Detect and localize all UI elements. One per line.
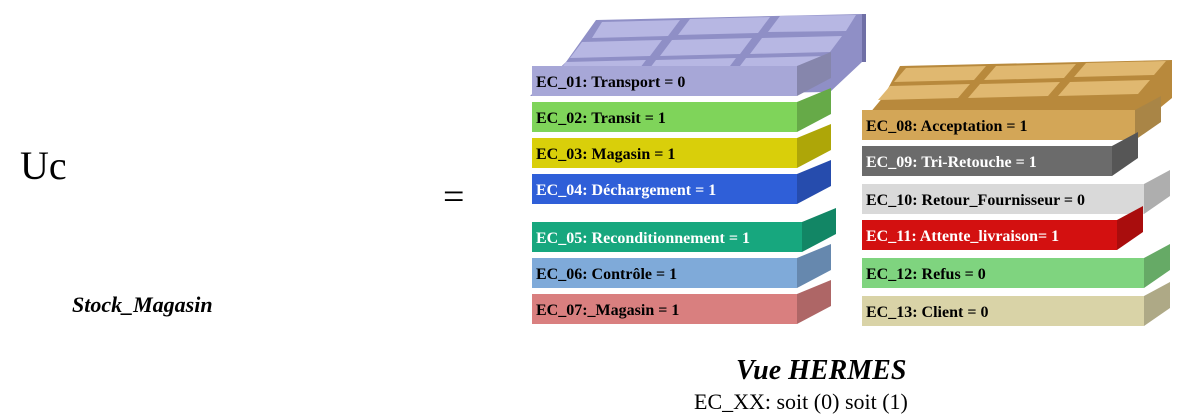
right-slice-ec12-side: [1144, 244, 1170, 288]
right-slice-ec11: EC_11: Attente_livraison= 1: [862, 206, 1143, 250]
uc-label: Uc: [20, 143, 67, 188]
right-slice-ec09-label: EC_09: Tri-Retouche = 1: [866, 154, 1037, 171]
stock-magasin-label: Stock_Magasin: [72, 292, 213, 317]
right-slice-ec11-label: EC_11: Attente_livraison= 1: [866, 228, 1059, 245]
left-slice-ec05-face: [532, 222, 802, 252]
right-slice-ec10-face: [862, 184, 1144, 214]
left-slice-ec03-face: [532, 138, 797, 168]
left-slice-ec07-side: [797, 280, 831, 324]
right-slice-ec08-side: [1135, 96, 1161, 140]
left-slice-ec02-label: EC_02: Transit = 1: [536, 110, 666, 127]
right-slice-ec09-side: [1112, 132, 1138, 176]
right-slice-ec13-label: EC_13: Client = 0: [866, 304, 988, 321]
right-slice-ec11-face: [862, 220, 1117, 250]
right-slice-ec09-face: [862, 146, 1112, 176]
left-slice-ec07-face: [532, 294, 797, 324]
right-slice-ec13-side: [1144, 282, 1170, 326]
left-slice-ec03: EC_03: Magasin = 1: [532, 124, 831, 168]
right-slice-ec08: EC_08: Acceptation = 1: [862, 96, 1161, 140]
right-slice-ec12: EC_12: Refus = 0: [862, 244, 1170, 288]
right-slice-ec09: EC_09: Tri-Retouche = 1: [862, 132, 1138, 176]
left-slice-ec01-label: EC_01: Transport = 0: [536, 74, 685, 91]
cube-slices: EC_01: Transport = 0 EC_02: Transit = 1 EC…: [532, 52, 1170, 326]
left-slice-ec01: EC_01: Transport = 0: [532, 52, 831, 96]
left-slice-ec01-side: [797, 52, 831, 96]
right-slice-ec10: EC_10: Retour_Fournisseur = 0: [862, 170, 1170, 214]
right-slice-ec12-label: EC_12: Refus = 0: [866, 266, 986, 283]
left-slice-ec06-label: EC_06: Contrôle = 1: [536, 266, 677, 283]
vue-hermes-title: Vue HERMES: [736, 355, 907, 386]
left-slice-ec06-face: [532, 258, 797, 288]
left-slice-ec04-side: [797, 160, 831, 204]
left-slice-ec05-side: [802, 208, 836, 252]
right-slice-ec12-face: [862, 258, 1144, 288]
left-slice-ec04-label: EC_04: Déchargement = 1: [536, 182, 716, 199]
right-stack-top-blocks: [864, 60, 1172, 120]
left-slice-ec02: EC_02: Transit = 1: [532, 88, 831, 132]
left-slice-ec07-label: EC_07:_Magasin = 1: [536, 302, 679, 319]
left-slice-ec07: EC_07:_Magasin = 1: [532, 280, 831, 324]
left-slice-ec04: EC_04: Déchargement = 1: [532, 160, 831, 204]
left-slice-ec01-face: [532, 66, 797, 96]
right-slice-ec11-side: [1117, 206, 1143, 250]
left-slice-ec06: EC_06: Contrôle = 1: [532, 244, 831, 288]
left-slice-ec05: EC_05: Reconditionnement = 1: [532, 208, 836, 252]
right-slice-ec08-face: [862, 110, 1135, 140]
left-slice-ec04-face: [532, 174, 797, 204]
right-slice-ec13-face: [862, 296, 1144, 326]
right-slice-ec10-label: EC_10: Retour_Fournisseur = 0: [866, 192, 1085, 209]
right-slice-ec10-side: [1144, 170, 1170, 214]
left-slice-ec02-side: [797, 88, 831, 132]
left-slice-ec03-side: [797, 124, 831, 168]
right-slice-ec13: EC_13: Client = 0: [862, 282, 1170, 326]
left-slice-ec06-side: [797, 244, 831, 288]
equals-sign: =: [443, 176, 465, 218]
right-slice-ec08-label: EC_08: Acceptation = 1: [866, 118, 1028, 135]
left-slice-ec03-label: EC_03: Magasin = 1: [536, 146, 675, 163]
left-slice-ec05-label: EC_05: Reconditionnement = 1: [536, 230, 750, 247]
left-slice-ec02-face: [532, 102, 797, 132]
ec-legend: EC_XX: soit (0) soit (1): [694, 389, 908, 414]
